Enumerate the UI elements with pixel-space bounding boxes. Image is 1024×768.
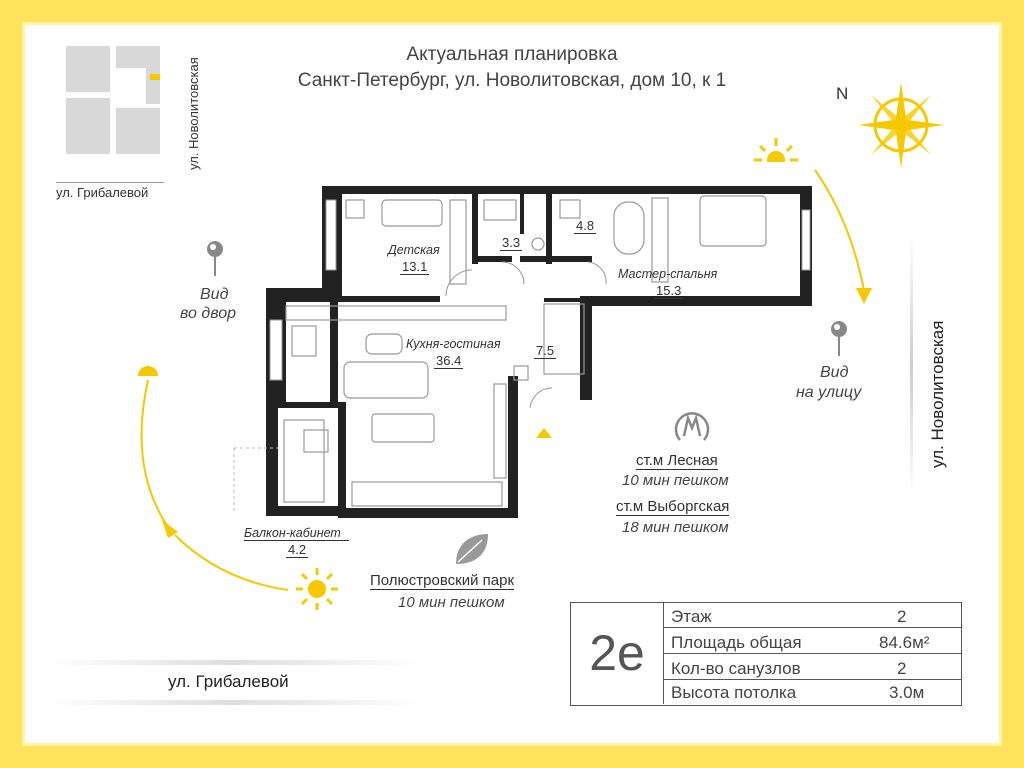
room-area-balcony: 4.2 [286,542,309,558]
park-name: Полюстровский парк [370,572,515,590]
room-area-bathroom-2: 4.8 [574,218,597,234]
info-label-ceiling: Высота потолка [671,683,797,702]
info-label-area: Площадь общая [671,633,802,652]
metro-station-1: ст.м Лесная [636,452,718,470]
room-name-detskaya: Детская [388,243,440,257]
street-label-bottom: ул. Грибалевой [168,672,289,691]
metro-icon [674,412,710,441]
info-value-bathrooms: 2 [897,659,907,678]
view-yard-label-2: во двор [180,305,236,322]
sun-bottom-icon [296,568,338,610]
view-street-pin-icon [831,321,847,356]
view-street-label-2: на улицу [796,384,862,401]
apartment-info-table: 2e Этаж 2 Площадь общая 84.6м² Кол-во са… [570,602,962,706]
street-label-top-horizontal: ул. Грибалевой [56,182,164,200]
sun-top-icon [754,138,798,162]
room-area-detskaya: 13.1 [400,259,430,275]
title-line-2: Санкт-Петербург, ул. Новолитовская, дом … [297,70,727,91]
info-value-floor: 2 [897,607,907,626]
north-label: N [836,84,849,103]
room-name-balcony: Балкон-кабинет [244,526,349,541]
site-plan-icon [66,46,160,154]
info-label-bathrooms: Кол-во санузлов [671,659,801,678]
view-street-label-1: Вид [820,364,849,381]
view-yard-pin-icon [207,241,223,276]
room-area-master: 15.3 [654,283,684,299]
room-area-hall: 7.5 [534,343,557,359]
sun-left-icon [138,366,158,376]
room-area-kitchen: 36.4 [434,353,464,369]
info-value-ceiling: 3.0м [889,683,925,702]
info-value-area: 84.6м² [879,633,930,652]
street-line-bottom-2 [48,700,420,705]
metro-station-2: ст.м Выборгская [616,498,730,516]
street-line-bottom [48,660,420,665]
title-line-1: Актуальная планировка [406,44,618,65]
metro-time-2: 18 мин пешком [622,519,729,536]
room-name-master: Мастер-спальня [618,267,718,281]
compass-rose-icon [858,82,944,168]
view-yard-label-1: Вид [200,286,229,303]
room-name-kitchen: Кухня-гостиная [406,337,501,351]
metro-time-1: 10 мин пешком [622,472,729,489]
park-time: 10 мин пешком [398,594,505,611]
leaf-icon [456,534,488,564]
street-line-right [910,236,913,496]
apartment-code: 2e [571,603,664,704]
room-area-bathroom-1: 3.3 [500,235,523,251]
info-label-floor: Этаж [671,607,712,626]
